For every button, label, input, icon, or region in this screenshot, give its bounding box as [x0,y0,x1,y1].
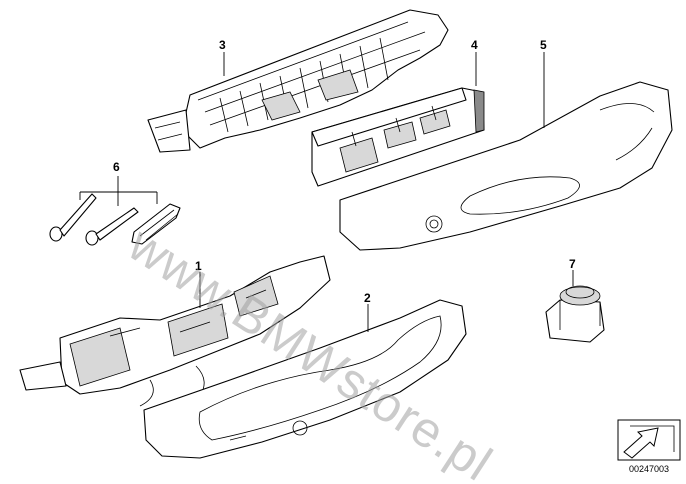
callout-1: 1 [195,259,202,273]
callout-4: 4 [471,38,478,52]
diagram-number: 00247003 [628,464,670,474]
part-3-rail [147,9,449,153]
part-1-switch-assembly [19,255,331,407]
diagram-reference-arrow-icon [617,419,681,461]
part-4-switch-module [311,87,485,187]
part-6-fasteners [49,176,181,246]
part-7-adjuster [545,270,605,343]
part-5-trim-panel [339,81,673,251]
callout-3: 3 [219,38,226,52]
callout-6: 6 [113,160,120,174]
part-2-trim-panel [143,299,467,459]
callout-2: 2 [364,291,371,305]
callout-5: 5 [540,38,547,52]
callout-7: 7 [569,257,576,271]
